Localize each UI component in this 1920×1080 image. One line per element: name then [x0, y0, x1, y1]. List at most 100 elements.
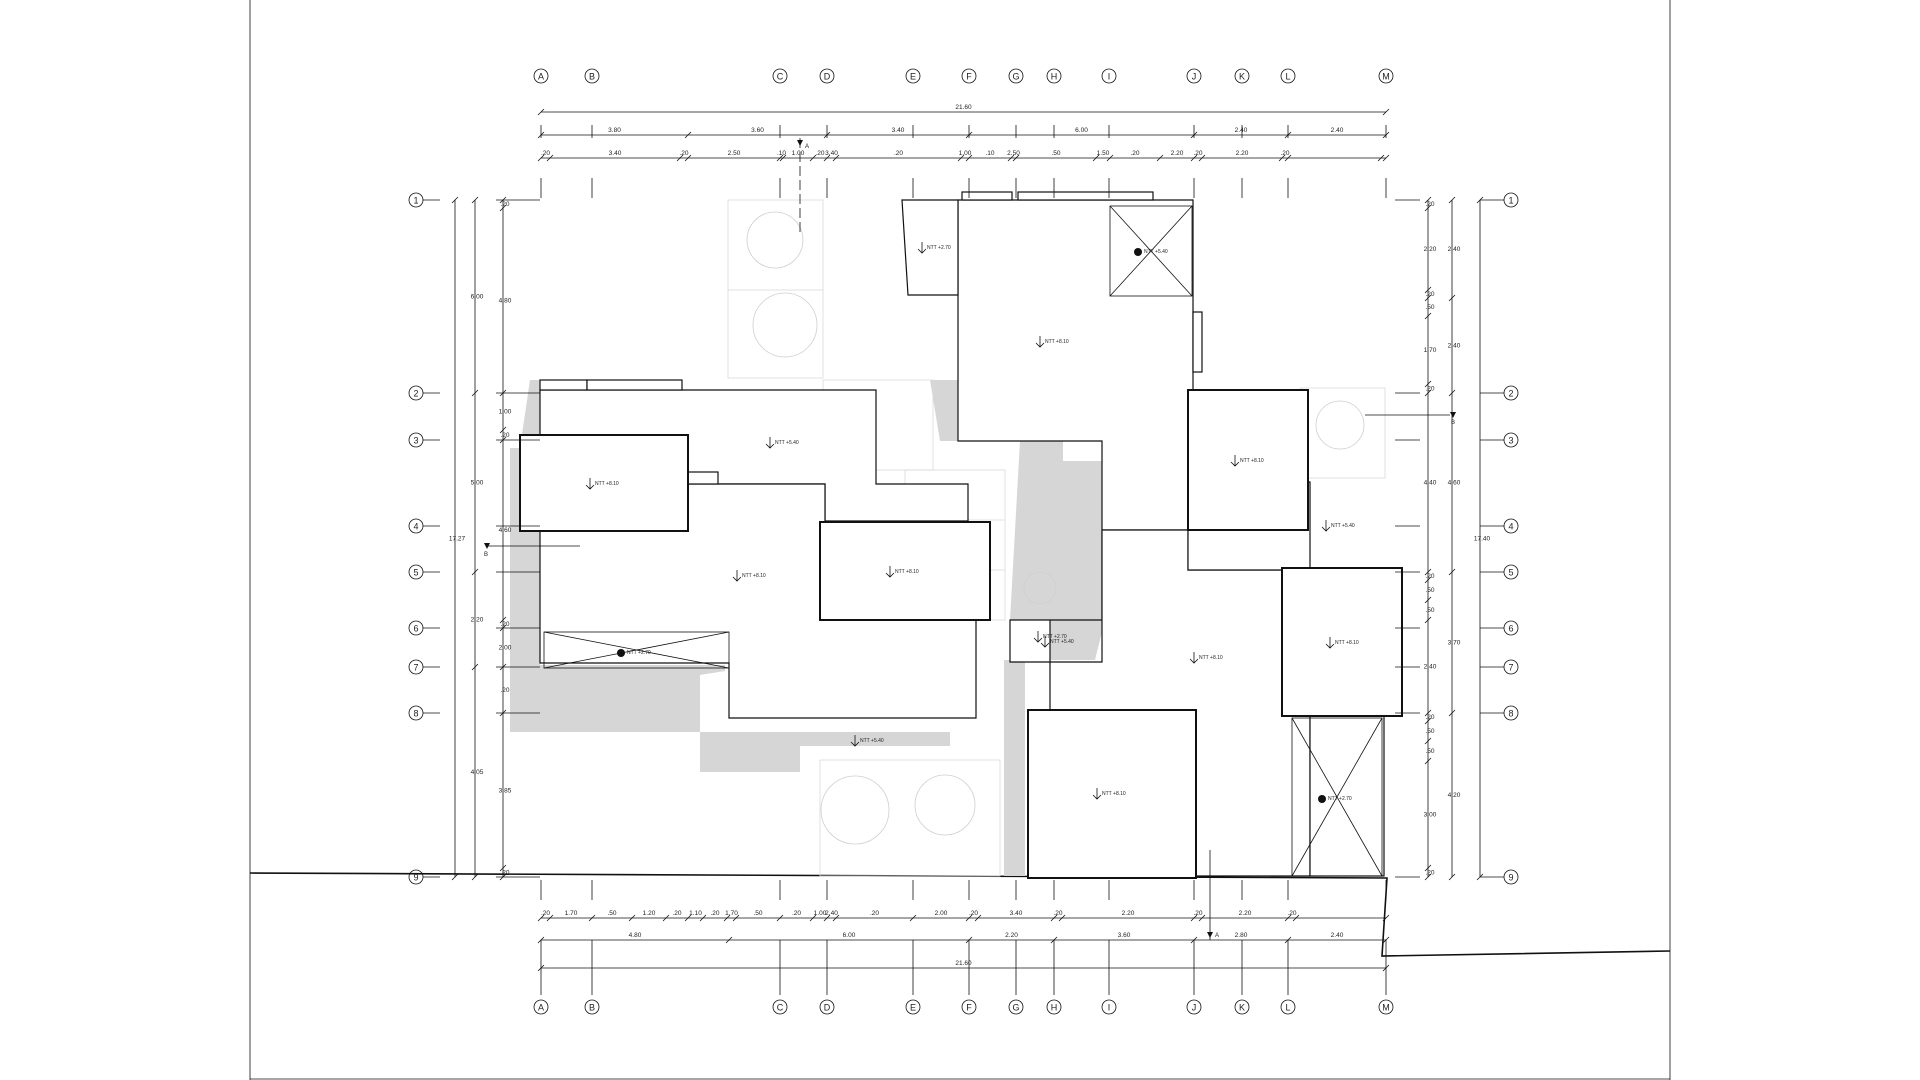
- grid-label-K: K: [1239, 1003, 1245, 1013]
- dim-top-major-tick: [1382, 131, 1390, 139]
- dim-bottom-minor-value: 1.10: [689, 910, 702, 917]
- dim-top-minor-tick: [1012, 154, 1020, 162]
- grid-label-I: I: [1108, 1003, 1111, 1013]
- dim-right-inner-value: .20: [1425, 386, 1434, 393]
- grid-label-A: A: [538, 1003, 544, 1013]
- dim-top-minor-tick: [1092, 154, 1100, 162]
- grid-bubble-I: [1101, 68, 1117, 84]
- dim-right-inner-value: .20: [1425, 870, 1434, 877]
- grid-label-L: L: [1285, 1003, 1290, 1013]
- dim-right-inner-value: .20: [1425, 573, 1434, 580]
- dim-bottom-minor-tick: [1058, 914, 1066, 922]
- dim-right-mid-tick: [1448, 389, 1456, 397]
- grid-label-5: 5: [1508, 568, 1513, 578]
- grid-label-6: 6: [413, 624, 418, 634]
- dim-bottom-major-value: 6.00: [843, 932, 856, 939]
- dim-top-major-value: 3.40: [892, 127, 905, 134]
- dim-right-inner-tick: [1424, 873, 1432, 881]
- grid-bubble-L: [1280, 68, 1296, 84]
- level-marker: NTT +5.40: [765, 437, 799, 449]
- grid-label-8: 8: [413, 709, 418, 719]
- dim-left-inner-tick: [499, 426, 507, 434]
- dim-left-mid-value: 5.00: [471, 480, 484, 487]
- dim-right-inner-value: 4.40: [1424, 480, 1437, 487]
- dim-left-mid-tick: [471, 568, 479, 576]
- dim-bottom-minor-value: 2.40: [825, 910, 838, 917]
- grid-bubble-G: [1008, 999, 1024, 1015]
- dim-left-inner-tick: [499, 624, 507, 632]
- level-marker: NTT +8.10: [585, 478, 619, 490]
- dim-left-inner-value: .20: [500, 621, 509, 628]
- dim-top-major-value: 3.60: [751, 127, 764, 134]
- voids: [543, 205, 1383, 877]
- dim-bottom-major-value: 4.80: [629, 932, 642, 939]
- dim-top-major-value: 2.40: [1331, 127, 1344, 134]
- dim-top-minor-tick: [1377, 154, 1385, 162]
- dim-right-total-tick: [1476, 873, 1484, 881]
- dim-bottom-total-value: 21.60: [955, 960, 972, 967]
- dim-top-minor-value: 3.40: [825, 150, 838, 157]
- dim-bottom-minor-tick: [965, 914, 973, 922]
- dim-bottom-minor-tick: [628, 914, 636, 922]
- dim-right-inner-value: .50: [1425, 587, 1434, 594]
- sheet-frame: [249, 0, 1671, 1080]
- dim-right-inner-tick: [1424, 576, 1432, 584]
- dim-left-inner-value: 3.85: [499, 788, 512, 795]
- grid-label-D: D: [824, 1003, 831, 1013]
- dim-right-inner-value: 2.40: [1424, 664, 1437, 671]
- level-marker: NTT +8.10: [1189, 652, 1223, 664]
- grid-label-A: A: [538, 72, 544, 82]
- dim-bottom-minor-value: 2.20: [1239, 910, 1252, 917]
- dim-right-mid-value: 2.40: [1448, 246, 1461, 253]
- grid-label-1: 1: [413, 196, 418, 206]
- svg-text:NTT +2.70: NTT +2.70: [1328, 796, 1352, 802]
- grid-label-3: 3: [413, 436, 418, 446]
- dim-right-inner-tick: [1424, 380, 1432, 388]
- dim-right-inner-tick: [1424, 286, 1432, 294]
- dim-bottom-major-value: 2.20: [1005, 932, 1018, 939]
- dim-right-mid-tick: [1448, 873, 1456, 881]
- grid-label-K: K: [1239, 72, 1245, 82]
- section-label-b-right: B: [1451, 420, 1455, 426]
- dim-right-inner-tick: [1424, 709, 1432, 717]
- level-marker: NTT +8.10: [1092, 788, 1126, 800]
- dim-bottom-minor-value: 1.70: [565, 910, 578, 917]
- dim-top-minor-value: .20: [1130, 150, 1139, 157]
- grid-label-L: L: [1285, 72, 1290, 82]
- grid-label-3: 3: [1508, 436, 1513, 446]
- grid-bubble-H: [1046, 999, 1062, 1015]
- dim-bottom-minor-tick: [537, 914, 545, 922]
- dim-top-minor-tick: [676, 154, 684, 162]
- dim-left-inner-tick: [499, 204, 507, 212]
- dim-left-inner-value: .20: [500, 201, 509, 208]
- dim-bottom-minor-tick: [588, 914, 596, 922]
- dim-top-minor-value: 1.50: [1097, 150, 1110, 157]
- dim-left-inner-tick: [499, 616, 507, 624]
- dim-top-major-value: 2.40: [1235, 127, 1248, 134]
- dim-bottom-minor-value: 1.20: [643, 910, 656, 917]
- dim-bottom-minor-value: .20: [1193, 910, 1202, 917]
- dim-bottom-minor-value: .50: [753, 910, 762, 917]
- grid-bubble-D: [819, 999, 835, 1015]
- dim-bottom-minor-value: .20: [792, 910, 801, 917]
- dim-top-minor-value: 2.20: [1171, 150, 1184, 157]
- dim-right-total-tick: [1476, 196, 1484, 204]
- dim-top-minor-tick: [1190, 154, 1198, 162]
- dim-right-mid-tick: [1448, 568, 1456, 576]
- grid-label-E: E: [910, 1003, 916, 1013]
- dim-right-mid-value: 4.60: [1448, 480, 1461, 487]
- grid-label-B: B: [589, 72, 595, 82]
- grid-label-7: 7: [413, 663, 418, 673]
- dim-right-inner-tick: [1424, 616, 1432, 624]
- dim-top-major-tick: [537, 131, 545, 139]
- level-marker: NTT +8.10: [1325, 637, 1359, 649]
- dim-bottom-minor-tick: [546, 914, 554, 922]
- svg-text:NTT +2.70: NTT +2.70: [627, 650, 651, 656]
- dim-bottom-minor-value: 2.20: [1122, 910, 1135, 917]
- dim-top-major-tick: [684, 131, 692, 139]
- dim-bottom-minor-value: 3.40: [1010, 910, 1023, 917]
- grid-bubble-M: [1378, 999, 1394, 1015]
- dim-right-inner-value: .50: [1425, 607, 1434, 614]
- dim-top-minor-value: .20: [679, 150, 688, 157]
